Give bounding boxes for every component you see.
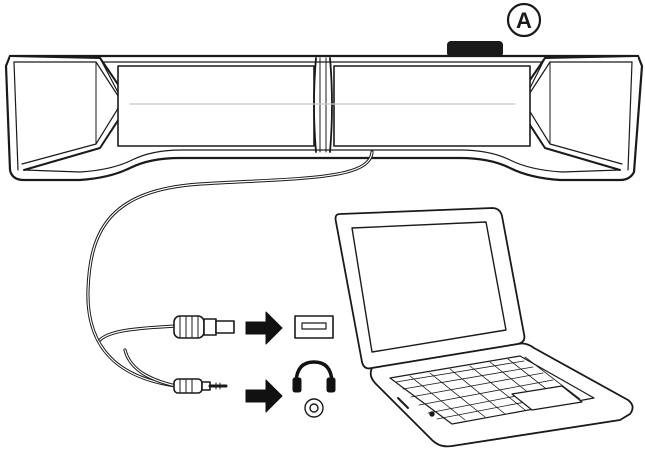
arrow-right-icon (245, 311, 283, 345)
soundbar (4, 54, 644, 182)
arrow-right-icon (245, 379, 283, 413)
callout-label: A (516, 8, 532, 33)
soundbar-cable (86, 150, 374, 388)
soundbar-top-button (447, 41, 503, 57)
audio-jack-icon (173, 378, 228, 394)
usb-port-icon (294, 315, 334, 339)
audio-port-icon (304, 398, 324, 418)
headphone-icon (292, 360, 336, 393)
laptop-icon (334, 207, 634, 448)
callout-a: A (506, 2, 542, 38)
usb-plug-icon (173, 315, 235, 339)
